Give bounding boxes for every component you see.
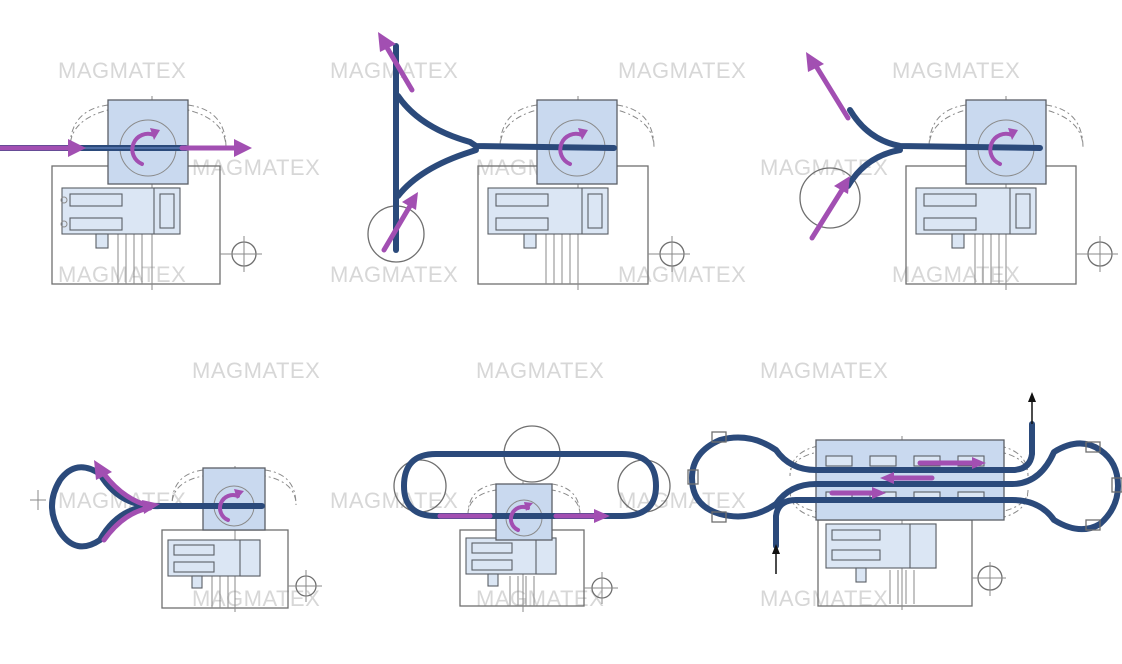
diagram-3-svg <box>799 52 1118 290</box>
diagram-5-svg <box>393 425 671 612</box>
watermark: MAGMATEX <box>192 358 321 383</box>
diagram-racetrack-loop <box>390 425 671 625</box>
diagram-y-split-angled <box>790 40 1120 300</box>
watermark: MAGMATEX <box>760 586 889 611</box>
watermark: MAGMATEX <box>192 155 321 180</box>
diagram-6-svg <box>687 392 1122 610</box>
watermark: MAGMATEX <box>476 586 605 611</box>
watermark: MAGMATEX <box>58 58 187 83</box>
diagram-double-loop <box>680 390 1122 625</box>
diagram-1-svg <box>0 96 262 290</box>
watermark: MAGMATEX <box>58 262 187 287</box>
watermark: MAGMATEX <box>476 358 605 383</box>
watermark: MAGMATEX <box>330 488 459 513</box>
watermark: MAGMATEX <box>618 58 747 83</box>
watermark: MAGMATEX <box>618 488 747 513</box>
watermark: MAGMATEX <box>618 262 747 287</box>
watermark: MAGMATEX <box>892 262 1021 287</box>
diagram-y-split-vertical <box>355 30 705 300</box>
diagram-4-svg <box>30 460 322 612</box>
watermark: MAGMATEX <box>760 358 889 383</box>
diagram-2-svg <box>367 32 690 290</box>
diagram-straight-pass-through <box>0 0 280 300</box>
watermark: MAGMATEX <box>892 58 1021 83</box>
watermark: MAGMATEX <box>330 262 459 287</box>
watermark: MAGMATEX <box>192 586 321 611</box>
diagram-teardrop-loop <box>20 440 330 620</box>
